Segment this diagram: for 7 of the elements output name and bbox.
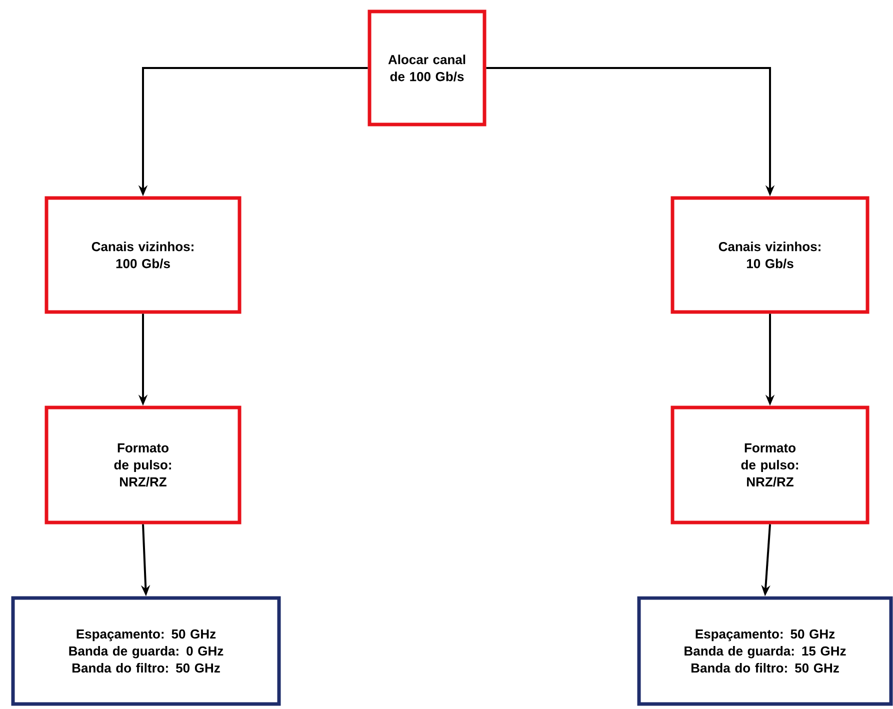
process-box: Formato de pulso: NRZ/RZ [44, 406, 242, 524]
process-box: Canais vizinhos: 100 Gb/s [44, 196, 242, 314]
result-box: Espaçamento: 50 GHz Banda de guarda: 0 GHz Banda do filtro: 50 GHz [11, 596, 281, 706]
process-box: Formato de pulso: NRZ/RZ [670, 406, 870, 524]
result-box: Espaçamento: 50 GHz Banda de guarda: 15 GHz Banda do filtro: 50 GHz [637, 596, 893, 706]
process-box: Alocar canal de 100 Gb/s [368, 10, 486, 126]
process-box: Canais vizinhos: 10 Gb/s [670, 196, 870, 314]
